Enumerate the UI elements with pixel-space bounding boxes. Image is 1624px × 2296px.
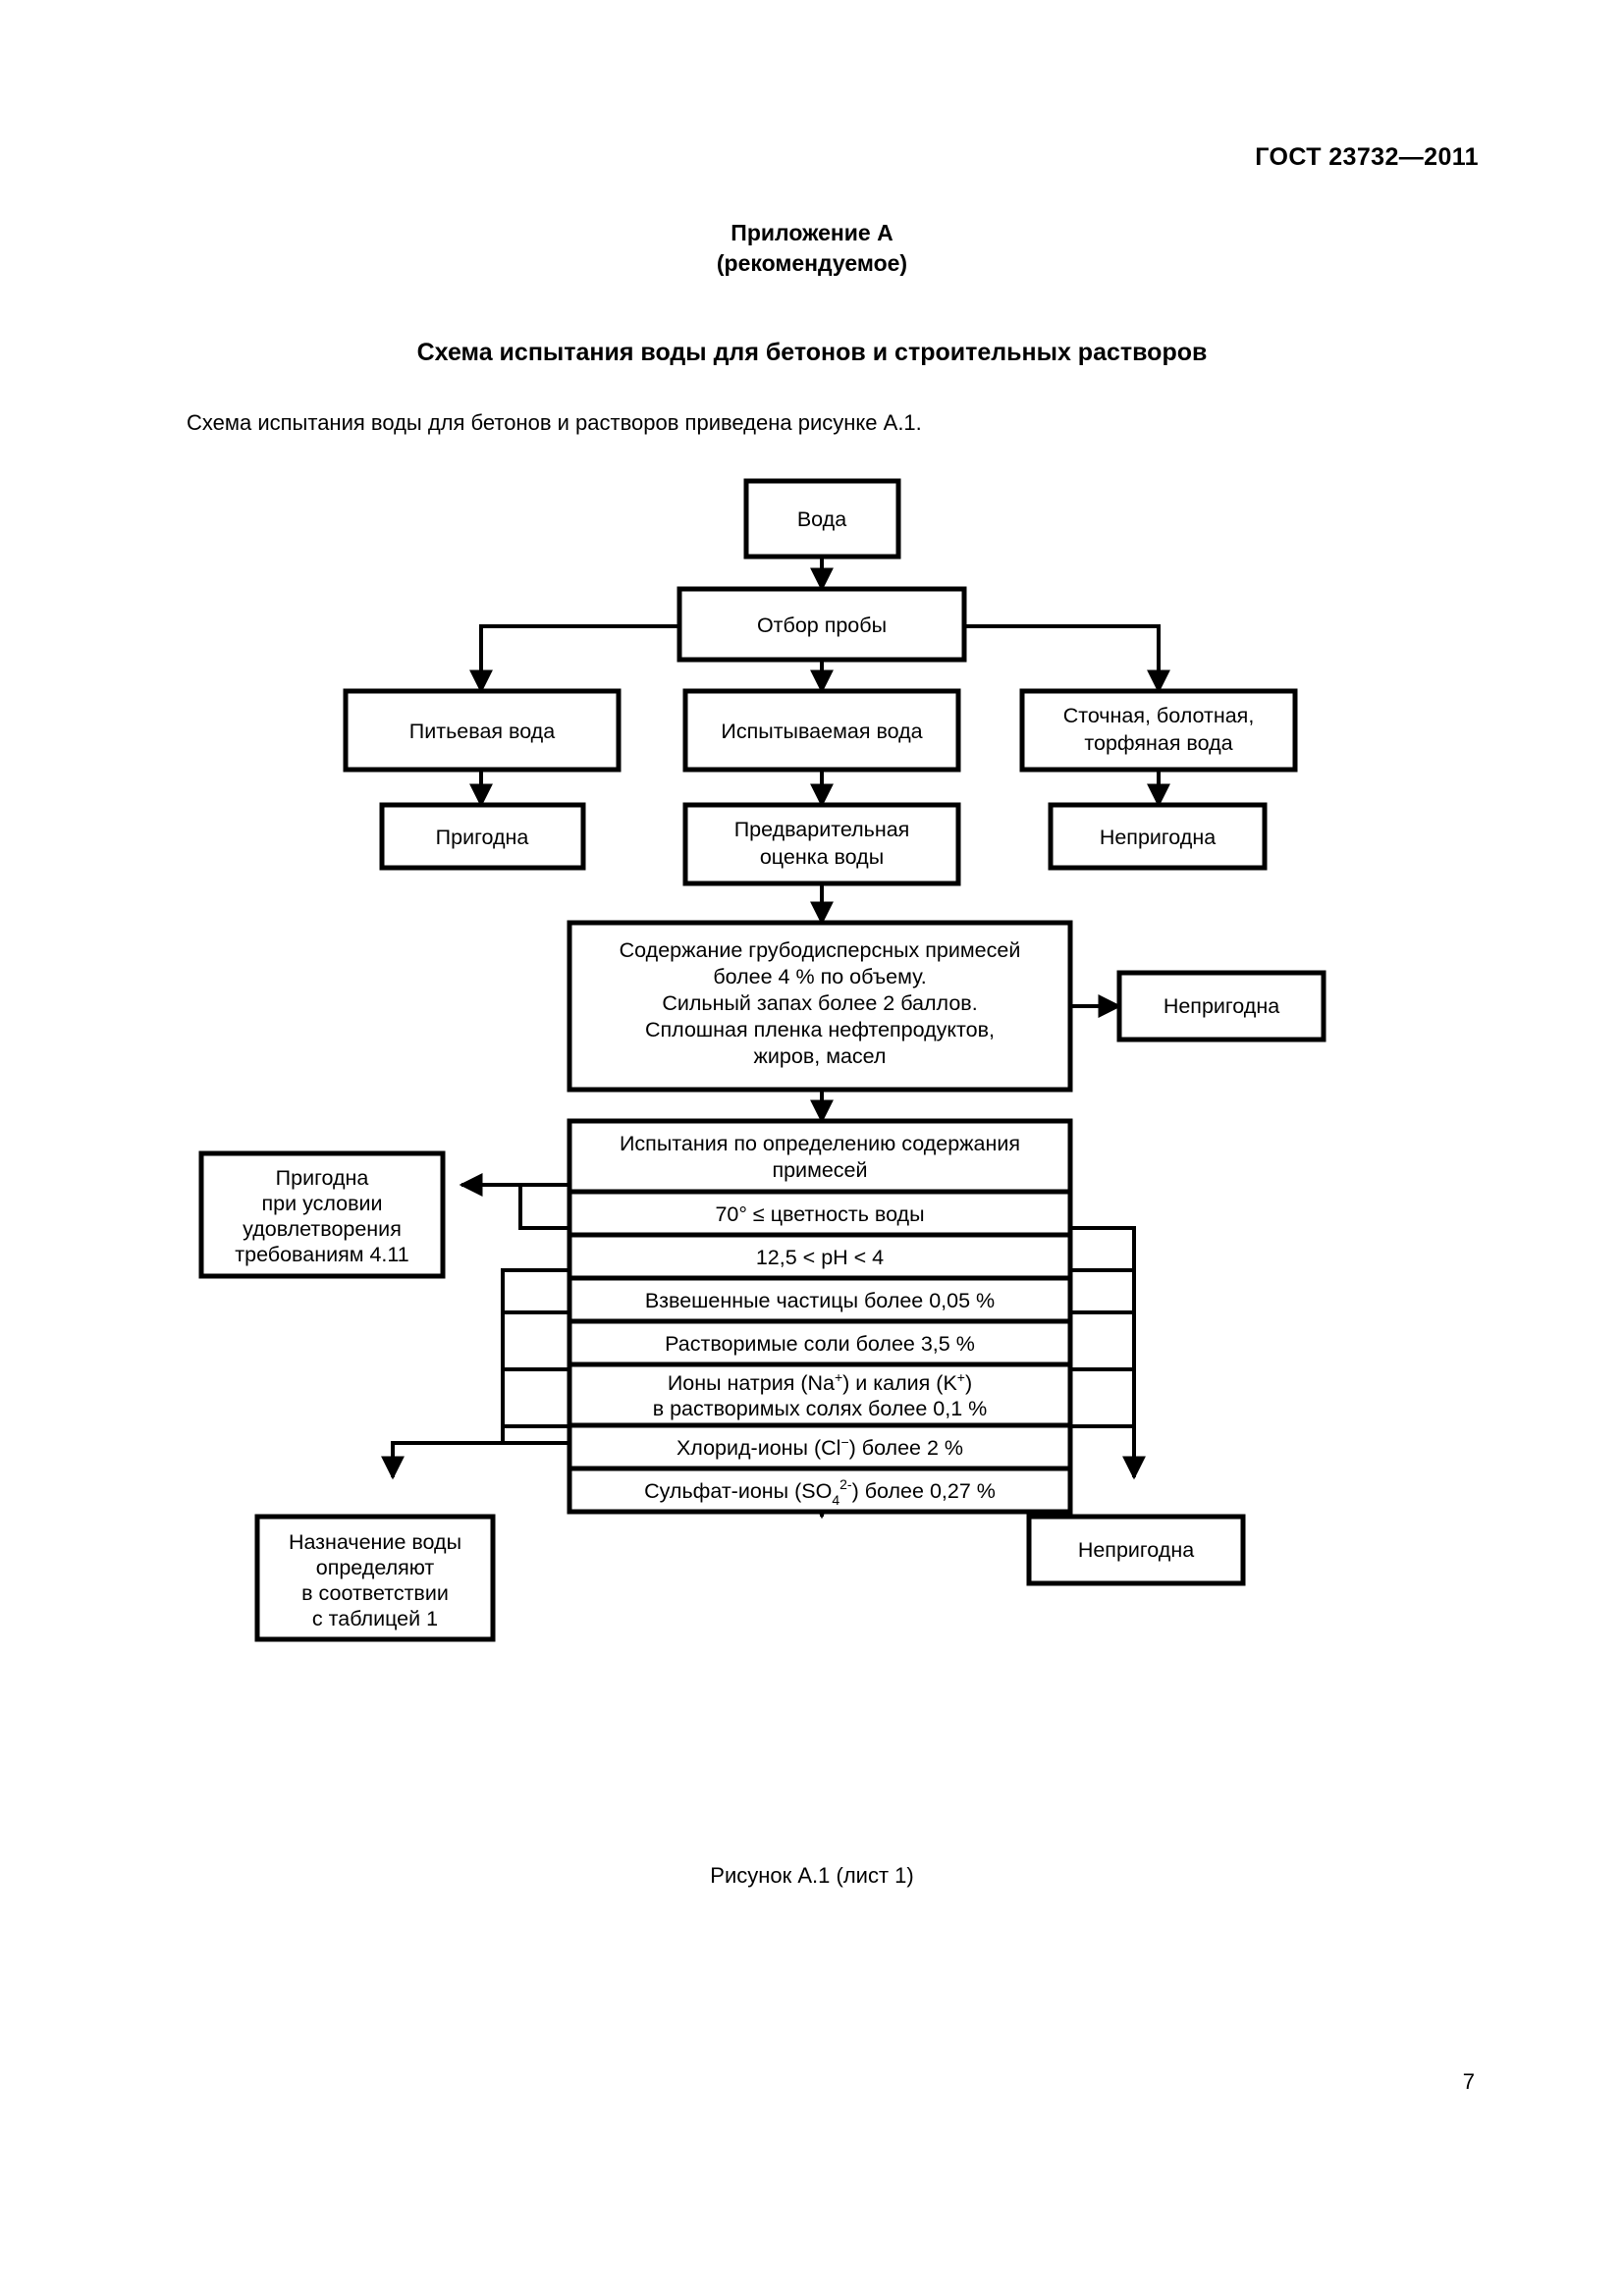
appendix-heading: Приложение А (рекомендуемое) <box>0 218 1624 279</box>
label-coarse-line-4: Сплошная пленка нефтепродуктов, <box>645 1018 995 1041</box>
label-sulfate-part-b: ) более 0,27 % <box>852 1479 996 1503</box>
criteria-stack <box>567 1118 1073 1515</box>
label-criteria-sodium-potassium-line-1: Ионы натрия (Na+) и калия (K+) <box>668 1369 972 1395</box>
node-drinking-water[interactable] <box>343 688 622 773</box>
standard-header: ГОСТ 23732—2011 <box>1255 143 1479 171</box>
label-criteria-chloride: Хлорид-ионы (Cl−) более 2 % <box>677 1434 963 1460</box>
label-nak-part-a: Ионы натрия (Na <box>668 1371 835 1395</box>
label-coarse-line-1: Содержание грубодисперсных примесей <box>620 938 1021 962</box>
page-number: 7 <box>1462 2069 1475 2094</box>
label-criteria-sulfate: Сульфат-ионы (SO42-) более 0,27 % <box>644 1476 996 1508</box>
label-tested-water: Испытываемая вода <box>721 720 922 743</box>
connector-ph-to-conditional-bus <box>518 1185 569 1230</box>
label-nak-superscript-na: + <box>835 1369 842 1385</box>
label-criteria-salts: Растворимые соли более 3,5 % <box>665 1332 975 1356</box>
label-tests-line-2: примесей <box>772 1158 867 1182</box>
label-assignment-line-2: определяют <box>316 1556 435 1579</box>
label-drinking-water: Питьевая вода <box>409 720 555 743</box>
label-criteria-color: 70° ≤ цветность воды <box>715 1202 924 1226</box>
node-criteria-sulfate[interactable] <box>567 1466 1073 1515</box>
label-coarse-line-3: Сильный запах более 2 баллов. <box>662 991 977 1015</box>
connector-left-bus-to-assignment <box>381 1268 569 1480</box>
node-tests-header[interactable] <box>567 1118 1073 1195</box>
label-suitable-conditional-line-2: при условии <box>261 1192 382 1215</box>
node-criteria-chloride[interactable] <box>567 1422 1073 1471</box>
page-title: Схема испытания воды для бетонов и строи… <box>416 339 1208 366</box>
label-unsuitable-middle-right: Непригодна <box>1164 994 1279 1018</box>
node-unsuitable-top-right[interactable] <box>1048 802 1268 871</box>
label-suitable-conditional-line-3: удовлетворения <box>243 1217 402 1241</box>
label-chloride-superscript: − <box>840 1434 848 1450</box>
node-coarse-impurities[interactable] <box>567 920 1073 1093</box>
label-unsuitable-bottom: Непригодна <box>1078 1538 1194 1562</box>
label-assignment-line-4: с таблицей 1 <box>312 1607 438 1630</box>
label-water: Вода <box>797 507 846 531</box>
node-sampling[interactable] <box>677 586 967 663</box>
node-water[interactable] <box>743 478 901 560</box>
node-waste-water[interactable] <box>1019 688 1298 773</box>
label-suitable-conditional-line-1: Пригодна <box>276 1166 369 1190</box>
node-suitable[interactable] <box>379 802 586 871</box>
intro-paragraph: Схема испытания воды для бетонов и раств… <box>187 410 922 435</box>
label-criteria-ph: 12,5 < pH < 4 <box>756 1246 884 1269</box>
label-nak-part-b: ) и калия (K <box>842 1371 957 1395</box>
label-waste-water-line-1: Сточная, болотная, <box>1063 704 1255 727</box>
node-criteria-ph[interactable] <box>567 1232 1073 1281</box>
label-sulfate-part-a: Сульфат-ионы (SO <box>644 1479 832 1503</box>
node-suitable-conditional[interactable] <box>198 1150 446 1279</box>
label-chloride-part-a: Хлорид-ионы (Cl <box>677 1436 841 1460</box>
label-criteria-suspended: Взвешенные частицы более 0,05 % <box>645 1289 995 1312</box>
connector-sampling-to-waste <box>964 624 1170 694</box>
label-tests-line-1: Испытания по определению содержания <box>620 1132 1020 1155</box>
node-unsuitable-bottom[interactable] <box>1026 1514 1246 1586</box>
label-sampling: Отбор пробы <box>757 614 887 637</box>
appendix-line-1: Приложение А <box>731 220 893 245</box>
label-waste-water-line-2: торфяная вода <box>1084 731 1232 755</box>
node-preliminary[interactable] <box>682 802 961 886</box>
node-criteria-suspended[interactable] <box>567 1275 1073 1324</box>
node-assignment[interactable] <box>254 1514 496 1642</box>
label-nak-superscript-k: + <box>957 1369 965 1385</box>
label-sulfate-subscript: 4 <box>832 1492 839 1508</box>
label-sulfate-superscript: 2- <box>839 1476 852 1492</box>
connector-sampling-to-drinking <box>469 624 679 694</box>
label-assignment-line-1: Назначение воды <box>289 1530 461 1554</box>
label-nak-part-c: ) <box>965 1371 972 1395</box>
label-chloride-part-b: ) более 2 % <box>849 1436 963 1460</box>
label-criteria-sodium-potassium-line-2: в растворимых солях более 0,1 % <box>653 1397 988 1420</box>
label-coarse-line-2: более 4 % по объему. <box>713 965 926 988</box>
label-preliminary-line-1: Предварительная <box>734 818 910 841</box>
label-unsuitable-top-right: Непригодна <box>1100 826 1216 849</box>
flowchart-figure: Вода Отбор пробы Питьевая вода Испытывае… <box>0 461 1624 1855</box>
label-suitable: Пригодна <box>436 826 529 849</box>
connector-right-bus-to-unsuitable <box>1070 1226 1146 1480</box>
node-unsuitable-middle-right[interactable] <box>1116 970 1326 1042</box>
label-preliminary-line-2: оценка воды <box>760 845 884 869</box>
figure-caption: Рисунок А.1 (лист 1) <box>710 1863 914 1888</box>
node-tested-water[interactable] <box>682 688 961 773</box>
label-assignment-line-3: в соответствии <box>301 1581 449 1605</box>
label-coarse-line-5: жиров, масел <box>754 1044 887 1068</box>
label-suitable-conditional-line-4: требованиям 4.11 <box>235 1243 408 1266</box>
appendix-line-2: (рекомендуемое) <box>716 250 908 277</box>
